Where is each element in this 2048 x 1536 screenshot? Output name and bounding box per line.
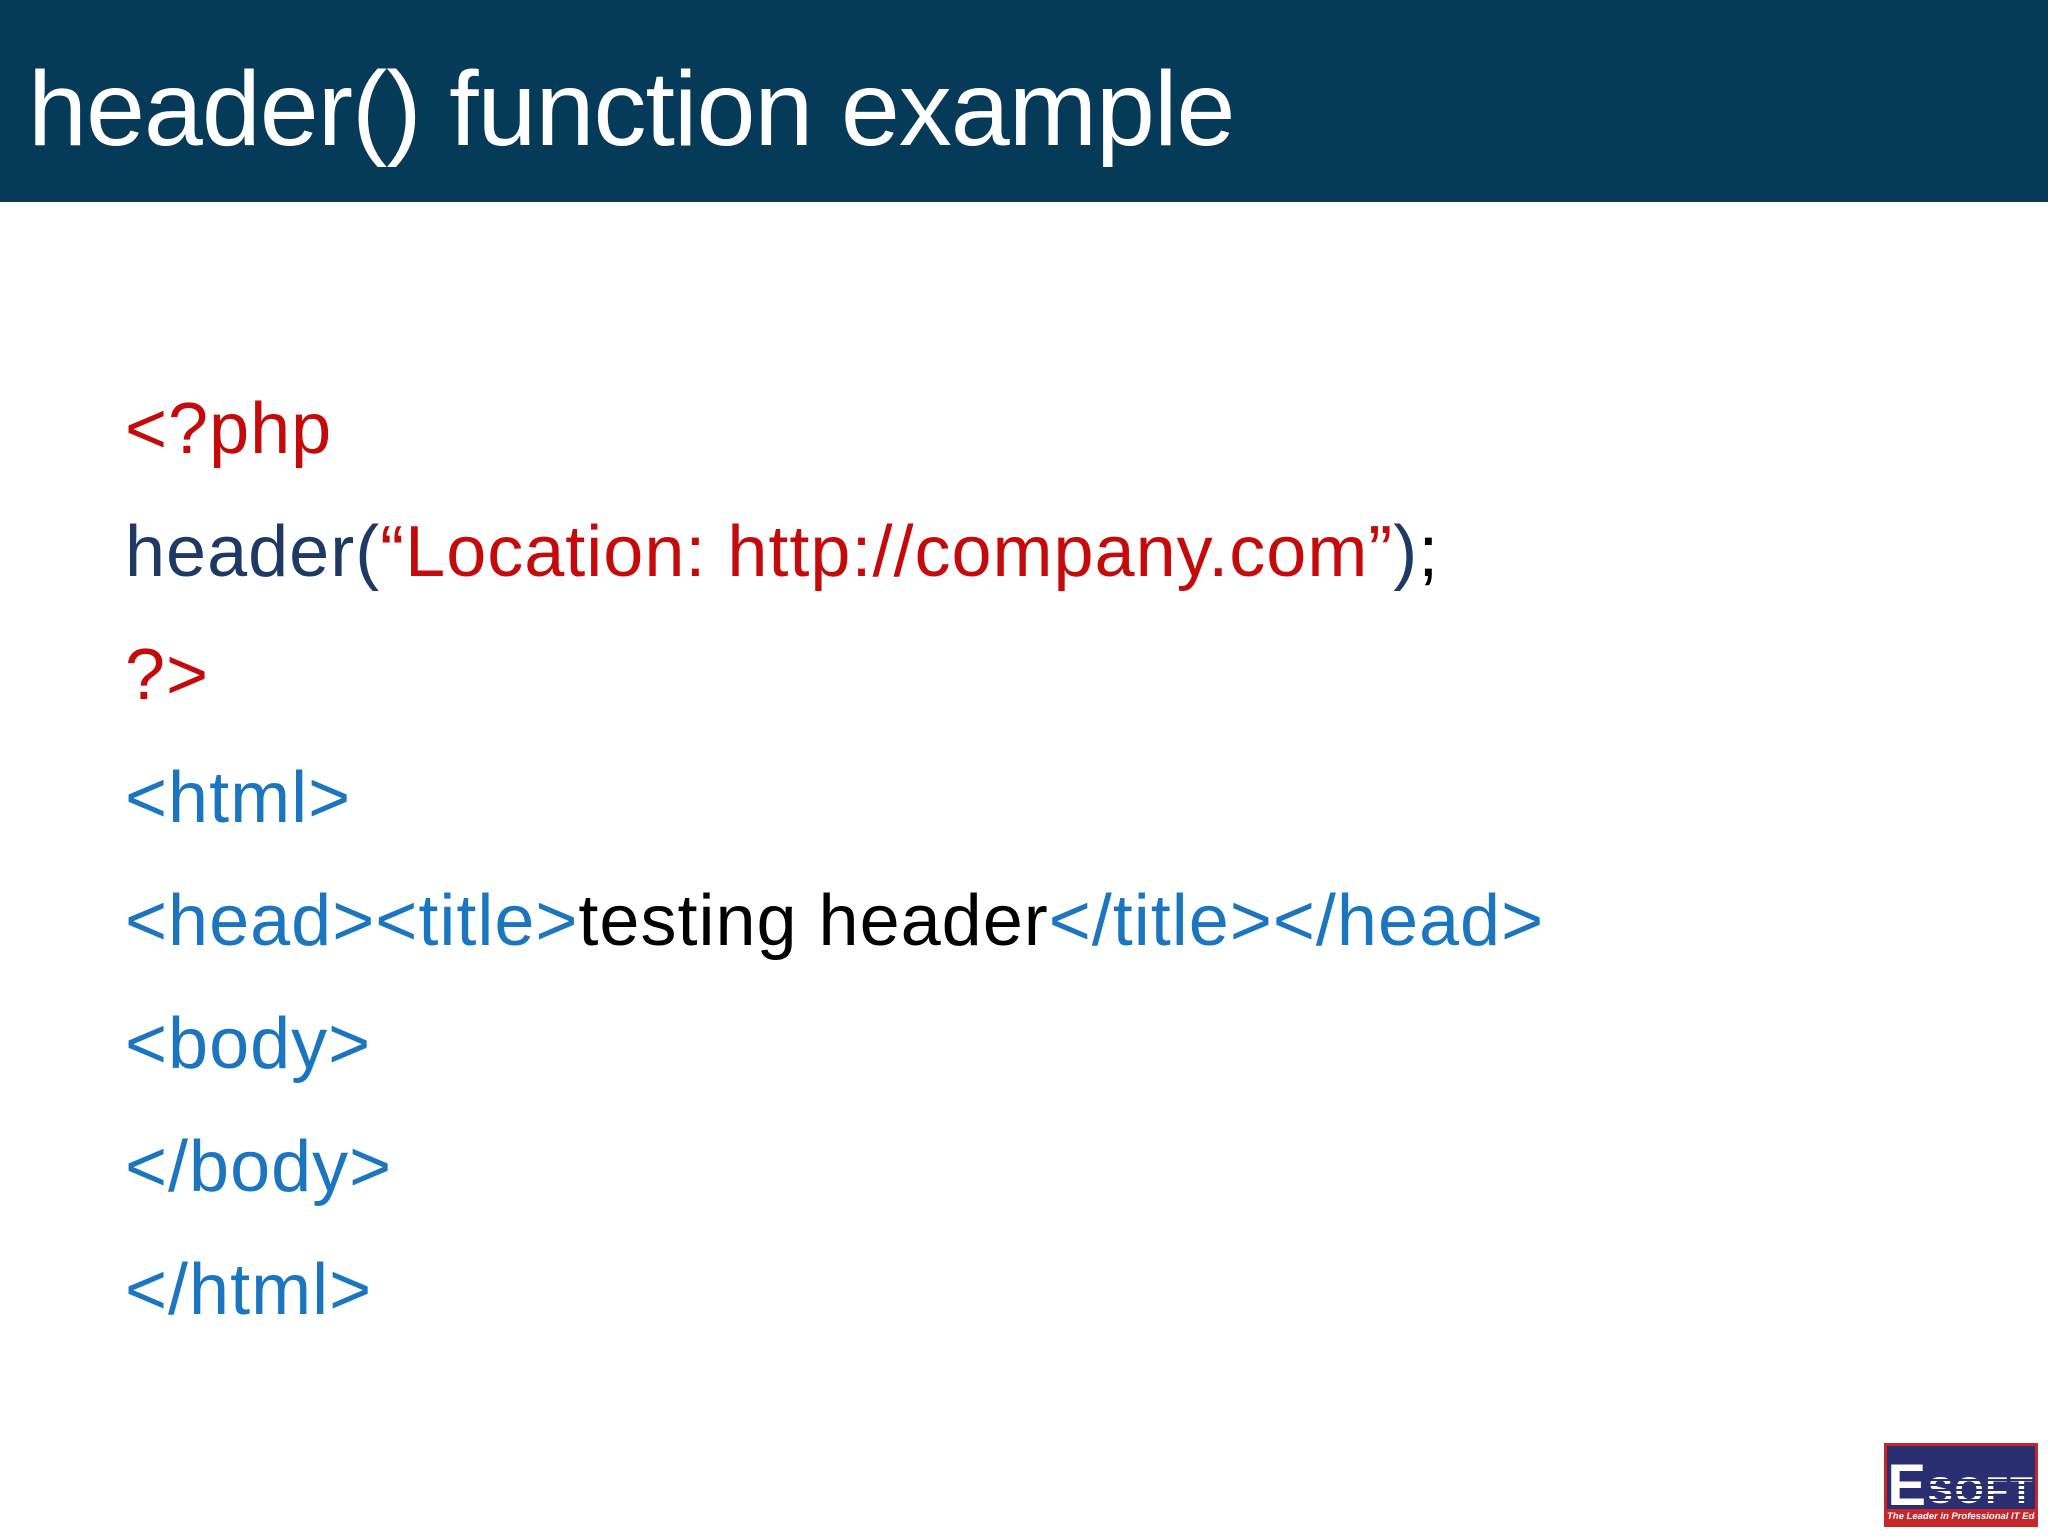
code-line: <?php: [125, 368, 1544, 491]
code-segment: <html>: [125, 758, 352, 838]
code-segment: testing header: [578, 881, 1049, 961]
code-segment: ;: [1418, 512, 1440, 592]
code-line: </html>: [125, 1229, 1544, 1352]
code-segment: “Location: http://company.com”: [380, 512, 1394, 592]
code-segment: </title></head>: [1048, 881, 1545, 961]
logo-letter-e: E: [1887, 1452, 1927, 1518]
code-segment: <head><title>: [125, 881, 579, 961]
code-line: <body>: [125, 983, 1544, 1106]
code-line: header(“Location: http://company.com”);: [125, 491, 1544, 614]
code-line: ?>: [125, 614, 1544, 737]
code-segment: <body>: [125, 1004, 372, 1084]
code-line: <html>: [125, 737, 1544, 860]
code-segment: <?php: [125, 389, 333, 469]
logo-soft-wrap: SOFT: [1928, 1472, 2035, 1509]
code-line: </body>: [125, 1106, 1544, 1229]
code-segment: </html>: [125, 1250, 373, 1330]
slide-title: header() function example: [28, 50, 1235, 168]
code-segment: ?>: [125, 635, 210, 715]
esoft-logo-wordmark: E SOFT: [1887, 1446, 2035, 1518]
code-line: <head><title>testing header</title></hea…: [125, 860, 1544, 983]
code-segment: header(: [125, 512, 381, 592]
code-segment: </body>: [125, 1127, 393, 1207]
code-block: <?php header(“Location: http://company.co…: [125, 368, 1544, 1352]
code-segment: ): [1393, 512, 1419, 592]
esoft-logo: E SOFT The Leader in Professional IT Edu…: [1884, 1443, 2038, 1527]
logo-tagline: The Leader in Professional IT Education: [1887, 1509, 2035, 1524]
title-bar: header() function example: [0, 0, 2048, 202]
logo-soft-text: SOFT: [1928, 1470, 2035, 1511]
